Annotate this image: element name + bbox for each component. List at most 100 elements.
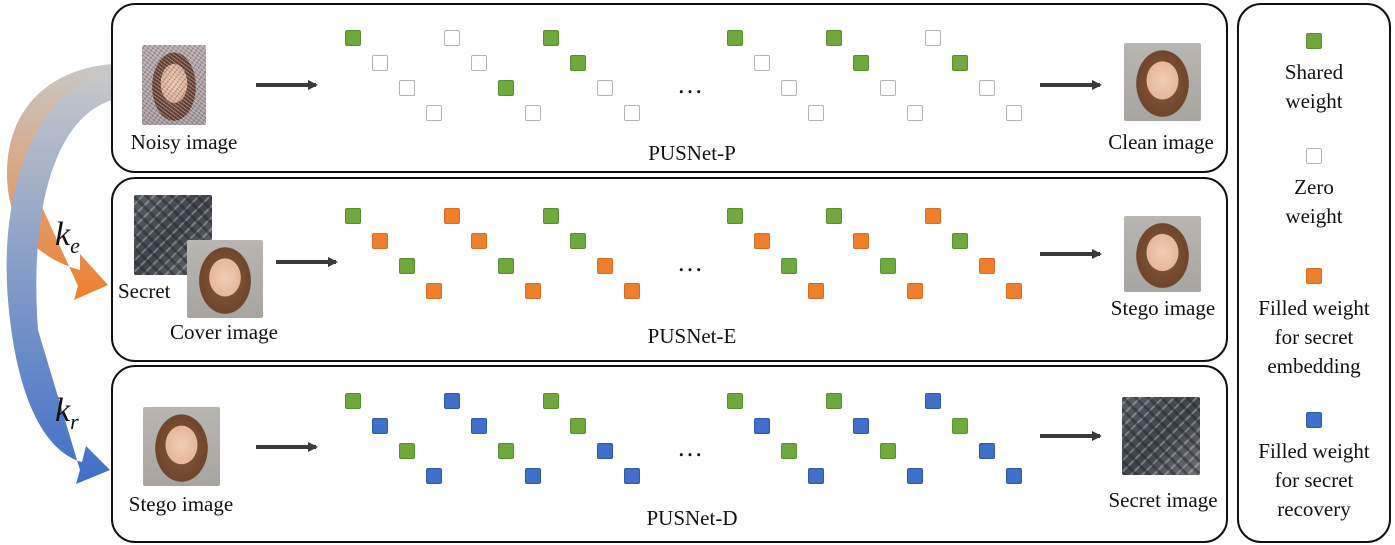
shared-weight-square <box>570 55 586 71</box>
zero-weight-square <box>597 80 613 96</box>
zero-weight-square <box>781 80 797 96</box>
zero-weight-square <box>471 55 487 71</box>
zero-weight-square <box>426 105 442 121</box>
embed-weight-square <box>808 283 824 299</box>
embed-weight-square <box>372 233 388 249</box>
legend-line: for secret <box>1274 325 1354 349</box>
zero-weight-square <box>925 30 941 46</box>
shared-weight-square <box>498 258 514 274</box>
secret-label: Secret <box>118 279 171 303</box>
legend-line: for secret <box>1274 468 1354 492</box>
embed-weight-square <box>444 208 460 224</box>
key-e-label: ke <box>55 216 80 258</box>
panel-pusnet-e <box>111 177 1228 362</box>
panel-pusnet-p <box>111 3 1228 173</box>
embed-weight-square <box>426 283 442 299</box>
legend-swatch-recover <box>1306 412 1322 428</box>
embed-weight-square <box>907 283 923 299</box>
clean-image <box>1124 43 1201 121</box>
shared-weight-square <box>498 443 514 459</box>
recover-weight-square <box>925 393 941 409</box>
recover-weight-square <box>426 468 442 484</box>
legend-label-shared: Shared weight <box>1285 58 1343 116</box>
shared-weight-square <box>826 208 842 224</box>
zero-weight-square <box>754 55 770 71</box>
zero-weight-square <box>880 80 896 96</box>
zero-weight-square <box>399 80 415 96</box>
embed-weight-square <box>979 258 995 274</box>
zero-weight-square <box>372 55 388 71</box>
recover-weight-square <box>853 418 869 434</box>
recover-weight-square <box>471 418 487 434</box>
shared-weight-square <box>781 443 797 459</box>
legend-swatch-embed <box>1306 268 1322 284</box>
shared-weight-square <box>727 208 743 224</box>
pusnet-e-title: PUSNet-E <box>647 324 737 348</box>
recover-weight-square <box>1006 468 1022 484</box>
zero-weight-square <box>1006 105 1022 121</box>
shared-weight-square <box>399 258 415 274</box>
legend-line: weight <box>1285 89 1343 113</box>
pusnet-p-title: PUSNet-P <box>648 141 736 165</box>
shared-weight-square <box>570 418 586 434</box>
ellipsis: … <box>677 70 703 99</box>
recover-weight-square <box>979 443 995 459</box>
embed-weight-square <box>624 283 640 299</box>
recover-weight-square <box>624 468 640 484</box>
recover-weight-square <box>525 468 541 484</box>
legend-swatch-zero <box>1306 148 1322 164</box>
zero-weight-square <box>525 105 541 121</box>
shared-weight-square <box>498 80 514 96</box>
stego-image-output-label: Stego image <box>1110 296 1216 320</box>
ellipsis: … <box>677 433 703 462</box>
zero-weight-square <box>979 80 995 96</box>
recover-weight-square <box>372 418 388 434</box>
shared-weight-square <box>543 30 559 46</box>
shared-weight-square <box>781 258 797 274</box>
embed-weight-square <box>754 233 770 249</box>
shared-weight-square <box>880 443 896 459</box>
shared-weight-square <box>826 393 842 409</box>
shared-weight-square <box>727 393 743 409</box>
zero-weight-square <box>808 105 824 121</box>
shared-weight-square <box>570 233 586 249</box>
recover-weight-square <box>754 418 770 434</box>
shared-weight-square <box>952 233 968 249</box>
secret-image-output <box>1122 397 1200 475</box>
legend-line: Filled weight <box>1258 439 1370 463</box>
stego-image-input-label: Stego image <box>128 492 234 516</box>
pusnet-d-title: PUSNet-D <box>646 506 738 530</box>
legend-line: embedding <box>1267 354 1361 378</box>
cover-image-label: Cover image <box>170 320 278 344</box>
noisy-image <box>142 45 206 125</box>
shared-weight-square <box>345 393 361 409</box>
shared-weight-square <box>399 443 415 459</box>
clean-image-label: Clean image <box>1108 130 1214 154</box>
legend-swatch-shared <box>1306 33 1322 49</box>
embed-weight-square <box>597 258 613 274</box>
embed-weight-square <box>471 233 487 249</box>
zero-weight-square <box>444 30 460 46</box>
shared-weight-square <box>543 393 559 409</box>
stego-image-input <box>143 407 220 486</box>
legend-line: Shared <box>1284 60 1344 84</box>
shared-weight-square <box>826 30 842 46</box>
zero-weight-square <box>624 105 640 121</box>
embed-weight-square <box>925 208 941 224</box>
embed-weight-square <box>525 283 541 299</box>
key-r-curve <box>6 70 112 484</box>
recover-weight-square <box>907 468 923 484</box>
shared-weight-square <box>727 30 743 46</box>
recover-weight-square <box>808 468 824 484</box>
shared-weight-square <box>880 258 896 274</box>
shared-weight-square <box>345 208 361 224</box>
shared-weight-square <box>952 55 968 71</box>
recover-weight-square <box>597 443 613 459</box>
ellipsis: … <box>677 248 703 277</box>
embed-weight-square <box>853 233 869 249</box>
shared-weight-square <box>345 30 361 46</box>
